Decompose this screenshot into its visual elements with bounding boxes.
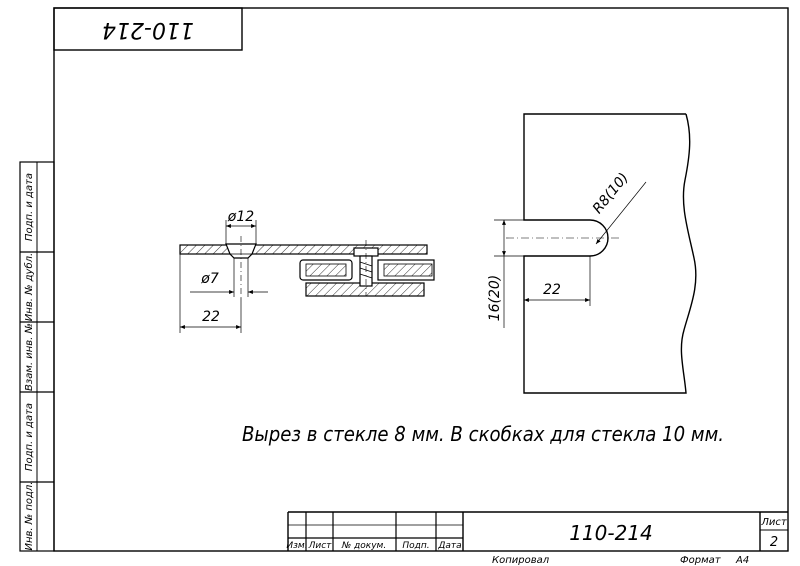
dim-22-right: 22 xyxy=(543,282,561,298)
tb-izm: Изм. xyxy=(286,541,307,551)
side-stamp: Подп. и дата Инв. № дубл. Взам. инв. № П… xyxy=(19,161,55,552)
cutout-view: 16(20) 22 R8(10) xyxy=(487,113,697,394)
tb-format: Формат xyxy=(680,555,722,566)
dim-22-left: 22 xyxy=(202,309,220,325)
stamp-vzam-inv: Взам. инв. № xyxy=(24,323,35,391)
tb-list-number: 2 xyxy=(770,535,778,550)
glass-plate xyxy=(179,244,428,255)
top-code-box: 110-214 xyxy=(53,7,243,51)
tb-kopiroval: Копировал xyxy=(492,555,550,566)
dim-d7: ø7 xyxy=(200,271,219,287)
tb-data: Дата xyxy=(437,541,461,551)
section-view: ø12 ø7 22 xyxy=(179,209,435,333)
tb-format-value: A4 xyxy=(735,555,749,566)
stamp-podp-i-data-1: Подп. и дата xyxy=(24,173,35,241)
tb-podp: Подп. xyxy=(402,541,429,551)
title-block: Изм. Лист № докум. Подп. Дата 110-214 Ли… xyxy=(286,511,788,566)
tb-list-label: Лист xyxy=(760,517,788,528)
stamp-inv-dubl: Инв. № дубл. xyxy=(23,253,35,321)
stamp-podp-i-data-2: Подп. и дата xyxy=(24,403,35,471)
tb-n-dokum: № докум. xyxy=(341,541,386,551)
stamp-inv-podl: Инв. № подл. xyxy=(24,482,35,551)
note-text: Вырез в стекле 8 мм. В скобках для стекл… xyxy=(242,422,724,446)
dim-d12: ø12 xyxy=(227,209,254,225)
tb-list: Лист xyxy=(308,541,333,551)
dim-16: 16(20) xyxy=(487,275,503,322)
top-code-text: 110-214 xyxy=(102,17,194,42)
screw xyxy=(353,240,379,296)
glass-outline xyxy=(523,113,697,394)
title-block-code: 110-214 xyxy=(569,521,653,545)
